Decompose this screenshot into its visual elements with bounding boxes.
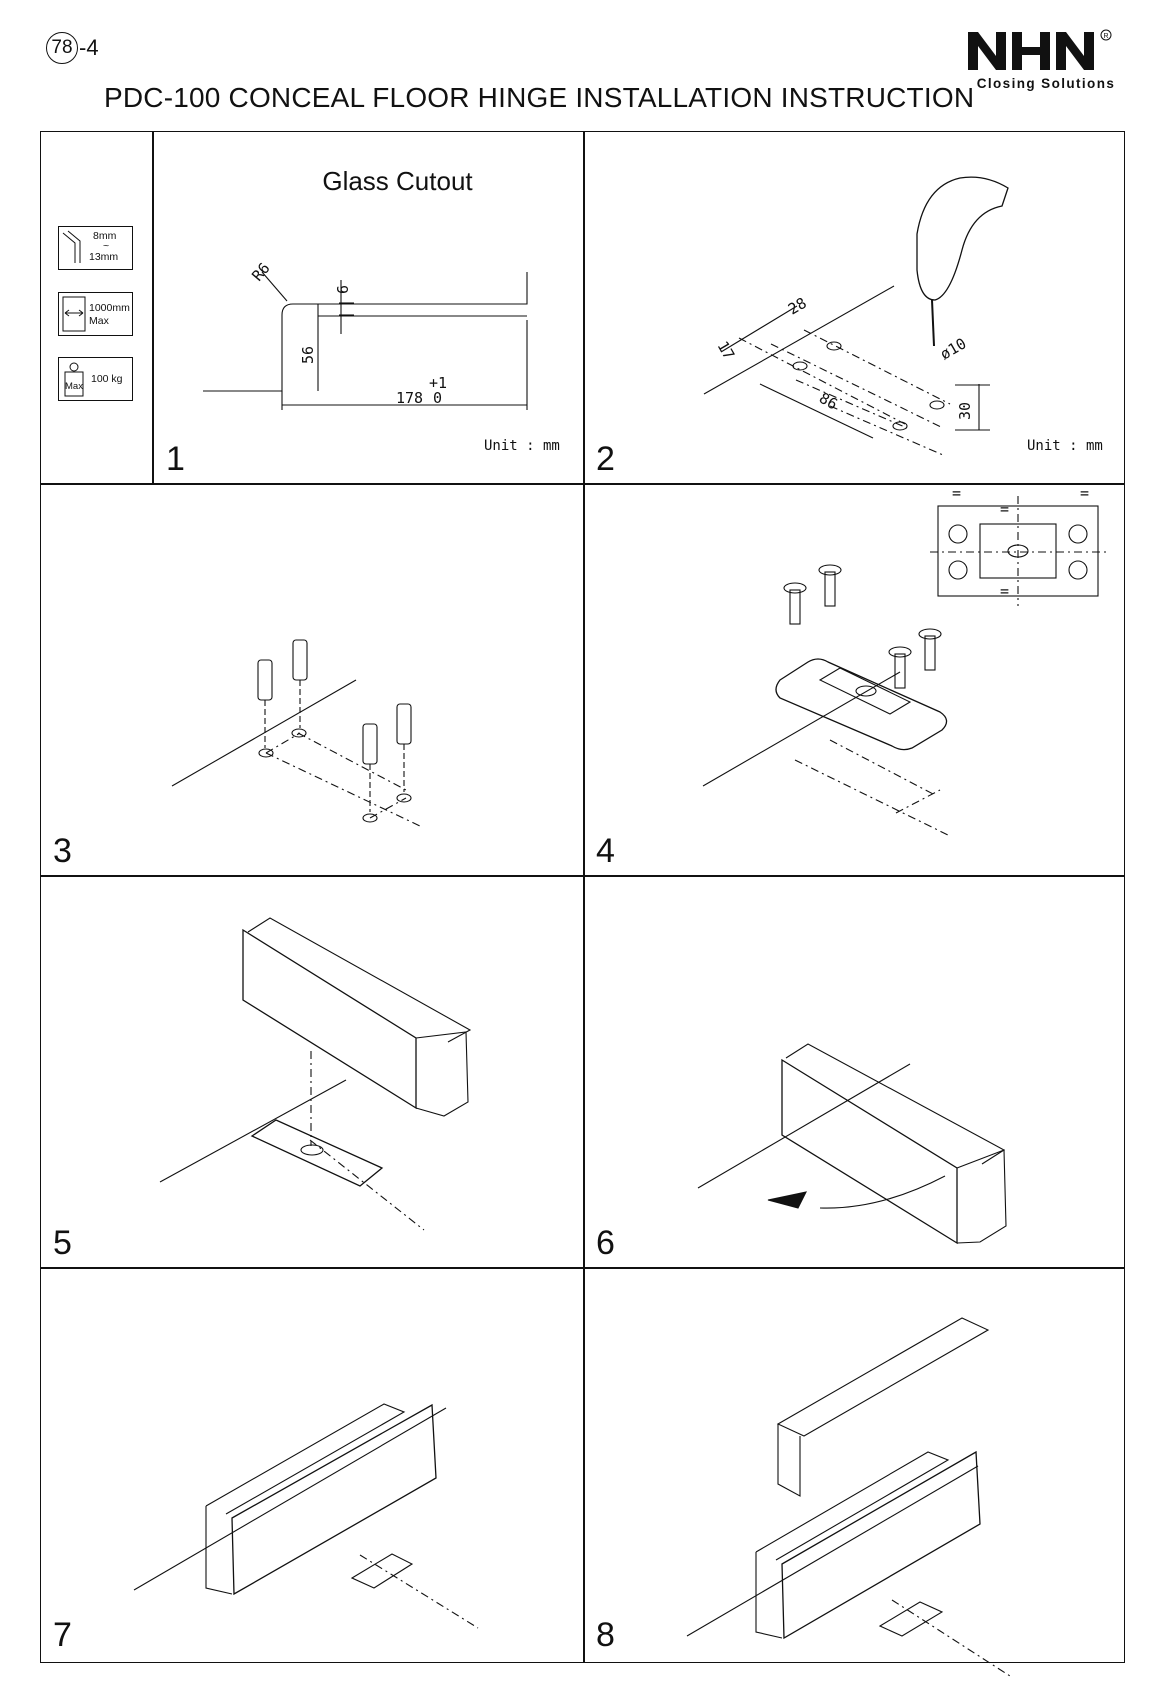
center-divider — [583, 131, 585, 1663]
page-number-circle: 78 — [46, 32, 78, 64]
glass-rotate-drawing — [697, 1043, 1007, 1245]
instruction-grid — [40, 131, 1125, 1663]
dim-17: 17 — [714, 338, 739, 363]
spec-column-divider — [152, 131, 154, 484]
dim-28: 28 — [785, 294, 810, 319]
glass-cutout-title: Glass Cutout — [322, 166, 473, 196]
unit-label-1: Unit : mm — [484, 438, 560, 454]
page-number-suffix: -4 — [79, 35, 99, 60]
row-divider-1 — [40, 483, 1125, 485]
glass-thickness-spec: 8mm ~ 13mm — [58, 226, 133, 270]
dim-tolerance-plus: +1 — [429, 374, 447, 392]
glass-lowered-drawing — [159, 917, 472, 1231]
page-number: 78 -4 — [46, 32, 99, 64]
dim-30: 30 — [956, 402, 974, 420]
door-width-spec: 1000mm Max — [58, 292, 133, 336]
dim-6: 6 — [334, 285, 352, 294]
dim-d10: ø10 — [937, 334, 969, 363]
glass-cutout-drawing — [203, 271, 528, 410]
glass-installed-drawing — [133, 1403, 479, 1629]
base-plate-screws-drawing — [702, 496, 1106, 837]
logo-mark-icon: R — [968, 29, 1112, 70]
detail-mark-3: = — [1000, 500, 1009, 518]
step-number-1: 1 — [166, 440, 185, 478]
detail-mark-2: = — [1080, 484, 1089, 502]
step-number-4: 4 — [596, 832, 615, 870]
dim-86: 86 — [816, 389, 841, 414]
dim-56: 56 — [299, 346, 317, 364]
dim-tolerance-zero: 0 — [433, 389, 442, 407]
step-number-3: 3 — [53, 832, 72, 870]
wall-anchors-drawing — [171, 639, 421, 827]
weight-icon — [64, 362, 84, 397]
logo-tagline: Closing Solutions — [976, 76, 1116, 91]
row-divider-3 — [40, 1267, 1125, 1269]
step-number-7: 7 — [53, 1616, 72, 1654]
floor-drilling-drawing — [703, 176, 1009, 456]
unit-label-2: Unit : mm — [1027, 438, 1103, 454]
detail-mark-1: = — [952, 484, 961, 502]
step-number-8: 8 — [596, 1616, 615, 1654]
step-number-6: 6 — [596, 1224, 615, 1262]
dim-178: 178 — [396, 389, 423, 407]
door-weight-spec: Max 100 kg — [58, 357, 133, 401]
document-title: PDC-100 CONCEAL FLOOR HINGE INSTALLATION… — [104, 82, 975, 113]
glass-edge-icon — [62, 230, 81, 263]
step-number-5: 5 — [53, 1224, 72, 1262]
row-divider-2 — [40, 875, 1125, 877]
brand-logo: R Closing Solutions — [966, 26, 1126, 96]
cover-install-drawing — [686, 1317, 1011, 1677]
step-number-2: 2 — [596, 440, 615, 478]
detail-mark-4: = — [1000, 582, 1009, 600]
svg-text:R: R — [1103, 33, 1108, 40]
width-arrow-icon — [62, 296, 86, 332]
